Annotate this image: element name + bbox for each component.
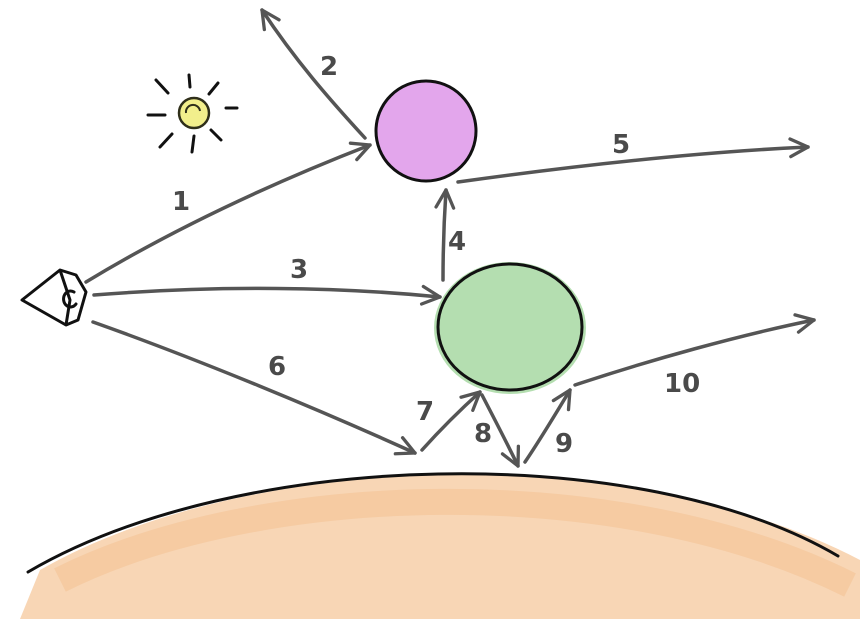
green-sphere — [434, 262, 586, 394]
ground-surface — [20, 472, 860, 619]
rays — [84, 8, 816, 468]
ray-9 — [523, 388, 572, 464]
ray-6 — [91, 320, 417, 456]
ray-label-2: 2 — [320, 52, 338, 82]
ray-3 — [92, 284, 442, 306]
ray-2 — [260, 8, 367, 140]
ray-5 — [456, 137, 810, 184]
ray-label-5: 5 — [612, 130, 630, 160]
ray-1 — [84, 141, 372, 284]
ray-10 — [573, 313, 816, 387]
ray-label-4: 4 — [448, 227, 466, 257]
ray-label-1: 1 — [172, 187, 190, 217]
ray-label-8: 8 — [474, 419, 492, 449]
ray-label-7: 7 — [416, 397, 434, 427]
ray-label-6: 6 — [268, 352, 286, 382]
ray-7 — [420, 390, 482, 452]
ray-label-9: 9 — [555, 429, 573, 459]
ray-8 — [480, 393, 521, 468]
ray-label-10: 10 — [664, 369, 700, 399]
pink-sphere — [374, 79, 478, 183]
ray-label-3: 3 — [290, 255, 308, 285]
ray-4 — [434, 188, 456, 282]
ray-labels: 1 2 3 4 5 6 7 8 9 10 — [172, 52, 700, 459]
sun-icon — [146, 73, 239, 154]
eye-icon — [20, 268, 88, 327]
